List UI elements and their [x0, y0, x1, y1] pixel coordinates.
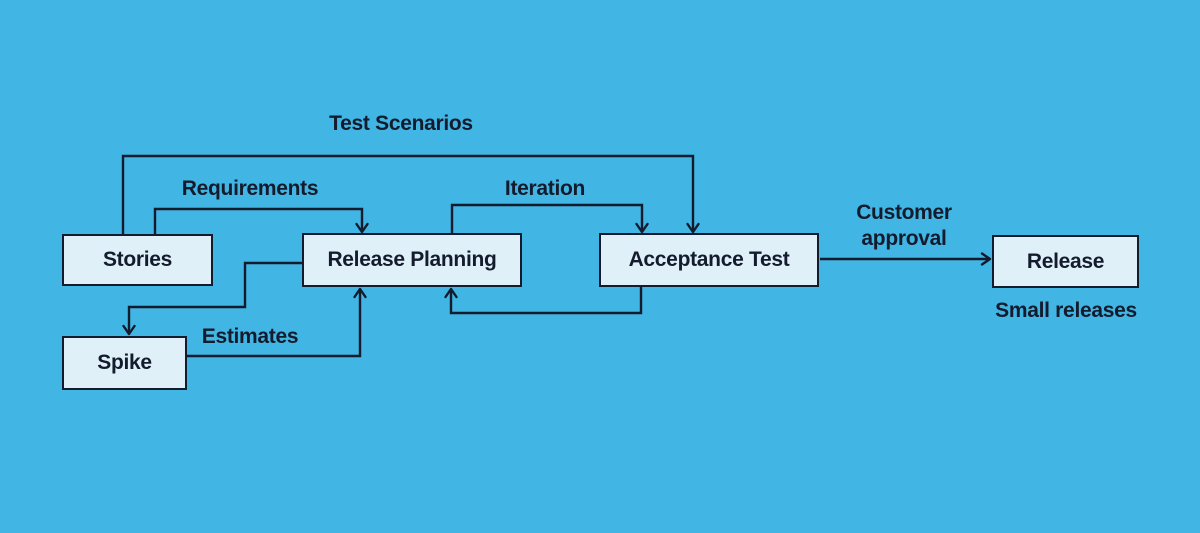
edge-stories-to-release-planning	[153, 207, 369, 234]
edge-release-planning-to-spike	[122, 261, 302, 336]
edge-label-estimates: Estimates	[201, 325, 299, 348]
edge-label-requirements: Requirements	[181, 177, 319, 200]
edge-release-planning-to-acceptance-test	[450, 203, 649, 234]
node-spike-label: Spike	[97, 351, 152, 374]
node-stories-label: Stories	[102, 248, 173, 271]
node-release-planning-label: Release Planning	[327, 248, 497, 271]
edge-acceptance-test-to-release-planning	[444, 287, 643, 315]
edge-stories-to-acceptance-test	[121, 154, 700, 234]
node-release-planning: Release Planning	[302, 233, 522, 287]
edge-label-iteration: Iteration	[504, 177, 586, 200]
node-spike: Spike	[62, 336, 187, 390]
node-stories: Stories	[62, 234, 213, 286]
node-acceptance-test: Acceptance Test	[599, 233, 819, 287]
node-acceptance-test-label: Acceptance Test	[628, 248, 790, 271]
edge-spike-to-release-planning	[187, 287, 367, 358]
edge-label-test-scenarios: Test Scenarios	[329, 112, 473, 135]
node-release-label: Release	[1026, 249, 1105, 273]
edge-label-customer-approval: Customer approval	[856, 201, 952, 250]
node-release: Release	[992, 235, 1139, 288]
edge-label-small-releases: Small releases	[995, 299, 1137, 322]
